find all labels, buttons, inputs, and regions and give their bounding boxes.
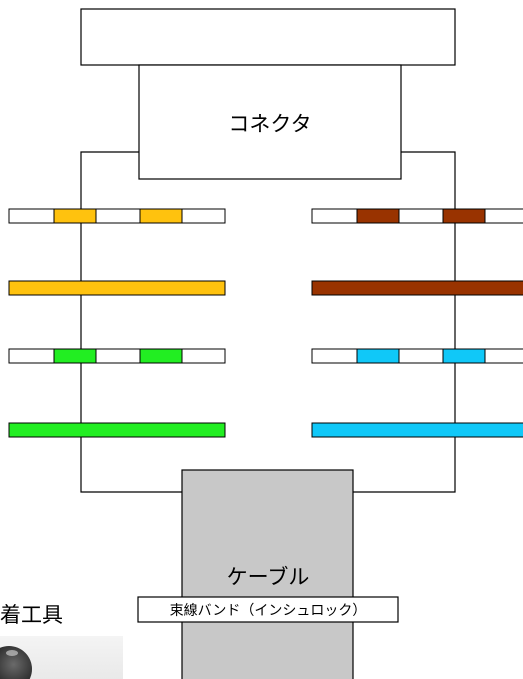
wire-left-3-green-striped: [8, 348, 226, 364]
connector-housing: [80, 8, 456, 66]
cable-tie-band: [137, 596, 399, 623]
cable-tie-label: 束線バンド（インシュロック）: [170, 603, 367, 619]
wire-right-3-blue-stripe-2: [442, 348, 486, 364]
wire-left-1-orange-striped: [8, 208, 226, 224]
left-wire-route: [80, 151, 182, 493]
wire-right-2-brown-solid: [311, 280, 523, 296]
wire-left-3-green-stripe-2: [139, 348, 183, 364]
wire-left-2-orange-solid: [8, 280, 226, 296]
wire-left-4-green-solid: [8, 422, 226, 438]
crimp-tool-label: 着工具: [0, 603, 63, 627]
connector-body: [138, 64, 402, 180]
wire-right-1-brown-striped: [311, 208, 523, 224]
wire-right-4-blue-solid: [311, 422, 523, 438]
wire-strips: [8, 208, 523, 438]
cable-label: ケーブル: [227, 565, 310, 589]
connector-label: コネクタ: [228, 112, 311, 136]
wire-right-1-brown-stripe-2: [442, 208, 486, 224]
wire-right-3-blue-stripe-1: [356, 348, 400, 364]
wire-right-1-brown-stripe-1: [356, 208, 400, 224]
wire-left-1-orange-stripe-1: [53, 208, 97, 224]
wire-right-3-blue-striped: [311, 348, 523, 364]
crimp-tool-photo: [0, 636, 123, 679]
right-wire-route: [353, 151, 456, 493]
cable-body: [181, 469, 354, 679]
wire-left-3-green-stripe-1: [53, 348, 97, 364]
wire-left-1-orange-stripe-2: [139, 208, 183, 224]
